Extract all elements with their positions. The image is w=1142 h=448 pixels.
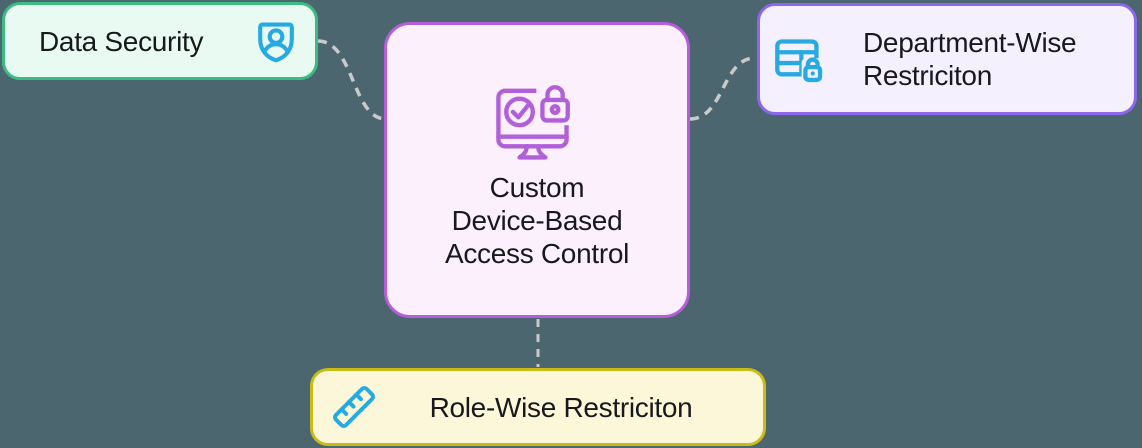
node-role-wise: Role-Wise Restriciton (310, 368, 766, 446)
node-access-control-line2: Device-Based (451, 205, 623, 236)
node-access-control: Custom Device-Based Access Control (384, 22, 690, 318)
node-access-control-label: Custom Device-Based Access Control (445, 171, 629, 270)
node-data-security-label: Data Security (39, 25, 204, 57)
shield-user-icon (250, 15, 302, 67)
ruler-icon (329, 382, 379, 432)
connector-access-control-to-department (689, 56, 756, 121)
node-data-security: Data Security (2, 2, 318, 80)
connector-data-security-to-access-control (317, 39, 387, 121)
table-lock-icon (771, 32, 825, 86)
node-access-control-line1: Custom (489, 172, 585, 203)
node-access-control-line3: Access Control (444, 238, 630, 269)
node-role-wise-label: Role-Wise Restriciton (429, 391, 693, 423)
monitor-check-lock-icon (496, 81, 578, 161)
node-department-wise: Department-Wise Restriciton (757, 3, 1137, 115)
node-department-wise-line1: Department-Wise (863, 27, 1077, 58)
node-department-wise-label: Department-Wise Restriciton (863, 26, 1077, 92)
node-department-wise-line2: Restriciton (863, 60, 992, 91)
